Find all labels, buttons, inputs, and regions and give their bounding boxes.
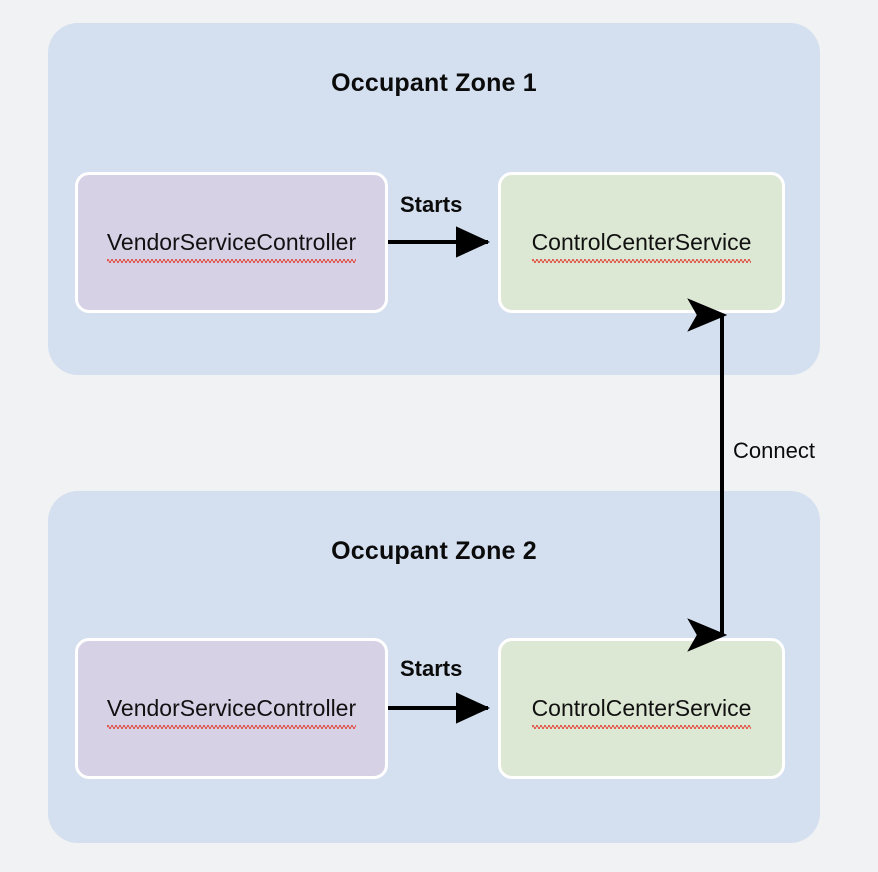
edge-label-starts-1: Starts xyxy=(400,192,463,217)
node-label: ControlCenterService xyxy=(531,229,752,263)
node-label: VendorServiceController xyxy=(106,229,357,263)
node-control-center-service-2[interactable]: ControlCenterService xyxy=(498,638,785,779)
node-label: VendorServiceController xyxy=(106,695,357,729)
zone-title-1: Occupant Zone 1 xyxy=(331,69,537,97)
edge-label-connect: Connect xyxy=(733,438,815,463)
node-label: ControlCenterService xyxy=(531,695,752,729)
node-vendor-service-controller-1[interactable]: VendorServiceController xyxy=(75,172,388,313)
node-control-center-service-1[interactable]: ControlCenterService xyxy=(498,172,785,313)
zone-title-2: Occupant Zone 2 xyxy=(331,537,537,565)
node-vendor-service-controller-2[interactable]: VendorServiceController xyxy=(75,638,388,779)
edge-label-starts-2: Starts xyxy=(400,656,463,681)
